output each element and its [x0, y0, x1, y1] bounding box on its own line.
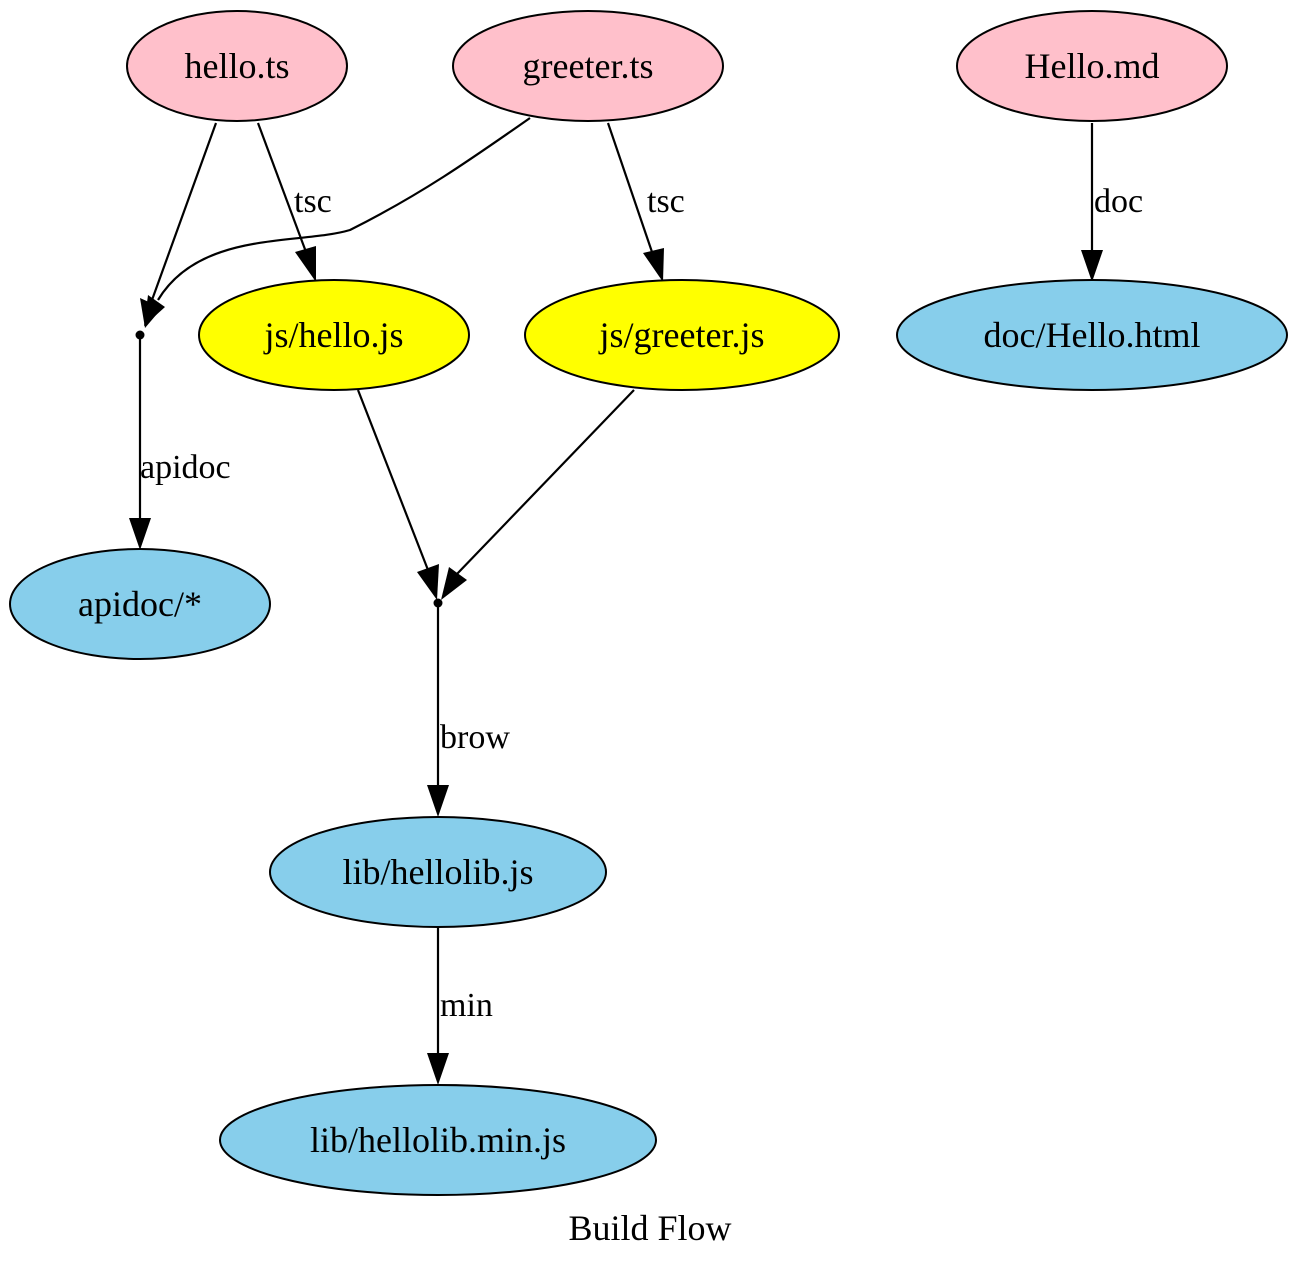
edge-js-hello-to-brow-junction: [356, 389, 439, 600]
node-label: hello.ts: [185, 46, 290, 86]
arrowhead: [129, 518, 151, 550]
node-shape: [9, 548, 271, 660]
node-shape: [452, 10, 724, 122]
node-label: js/hello.js: [262, 315, 403, 355]
node-greeter-ts[interactable]: greeter.ts: [452, 10, 724, 122]
edge-hello-ts-to-apidoc-junction: [140, 122, 218, 328]
edge-label-tsc-hello: tsc: [294, 183, 332, 220]
node-shape: [896, 279, 1288, 391]
node-doc-hello-html[interactable]: doc/Hello.html: [896, 279, 1288, 391]
edge-hello-md-to-doc-hello: doc: [1081, 123, 1143, 282]
edge-label-apidoc: apidoc: [140, 449, 231, 486]
edges: tsc tsc doc apidoc brow: [129, 117, 1143, 1085]
edge-label-min: min: [440, 987, 493, 1024]
junction-point-apidoc: [135, 330, 145, 340]
edge-js-greeter-to-brow-junction: [441, 389, 635, 600]
graph-title: Build Flow: [568, 1208, 731, 1248]
arrowhead: [643, 248, 664, 282]
node-hello-ts[interactable]: hello.ts: [126, 10, 348, 122]
edge-label-tsc-greeter: tsc: [647, 183, 685, 220]
node-hellolib[interactable]: lib/hellolib.js: [269, 816, 607, 928]
node-apidoc[interactable]: apidoc/*: [9, 548, 271, 660]
node-label: Hello.md: [1025, 46, 1160, 86]
node-shape: [198, 279, 470, 391]
node-label: lib/hellolib.js: [342, 852, 533, 892]
edge-greeter-ts-to-js-greeter: tsc: [606, 122, 685, 282]
node-hellolib-min[interactable]: lib/hellolib.min.js: [219, 1084, 657, 1196]
arrowhead: [1081, 250, 1103, 282]
node-shape: [219, 1084, 657, 1196]
arrowhead: [427, 1053, 449, 1085]
edge-brow-junction-to-hellolib: brow: [427, 605, 510, 817]
arrowhead: [441, 567, 467, 600]
arrowhead: [144, 295, 165, 326]
node-label: greeter.ts: [523, 46, 654, 86]
node-shape: [269, 816, 607, 928]
node-shape: [524, 279, 840, 391]
node-label: lib/hellolib.min.js: [310, 1120, 566, 1160]
node-js-greeter[interactable]: js/greeter.js: [524, 279, 840, 391]
edge-apidoc-junction-to-apidoc: apidoc: [129, 336, 231, 550]
junction-point-brow: [433, 598, 443, 608]
arrowhead: [295, 246, 316, 282]
node-hello-md[interactable]: Hello.md: [956, 10, 1228, 122]
edge-hello-ts-to-js-hello: tsc: [256, 122, 332, 282]
node-label: js/greeter.js: [598, 315, 765, 355]
edge-label-doc: doc: [1094, 183, 1143, 220]
edge-label-brow: brow: [440, 719, 510, 756]
arrowhead: [427, 785, 449, 817]
arrowhead: [417, 564, 439, 600]
nodes: hello.ts greeter.ts Hello.md js/hello.js…: [9, 10, 1288, 1196]
node-label: apidoc/*: [78, 584, 202, 624]
node-shape: [956, 10, 1228, 122]
node-shape: [126, 10, 348, 122]
edge-hellolib-to-hellolib-min: min: [427, 928, 493, 1085]
node-js-hello[interactable]: js/hello.js: [198, 279, 470, 391]
node-label: doc/Hello.html: [984, 315, 1201, 355]
edge-greeter-ts-to-apidoc-junction: [144, 117, 531, 326]
